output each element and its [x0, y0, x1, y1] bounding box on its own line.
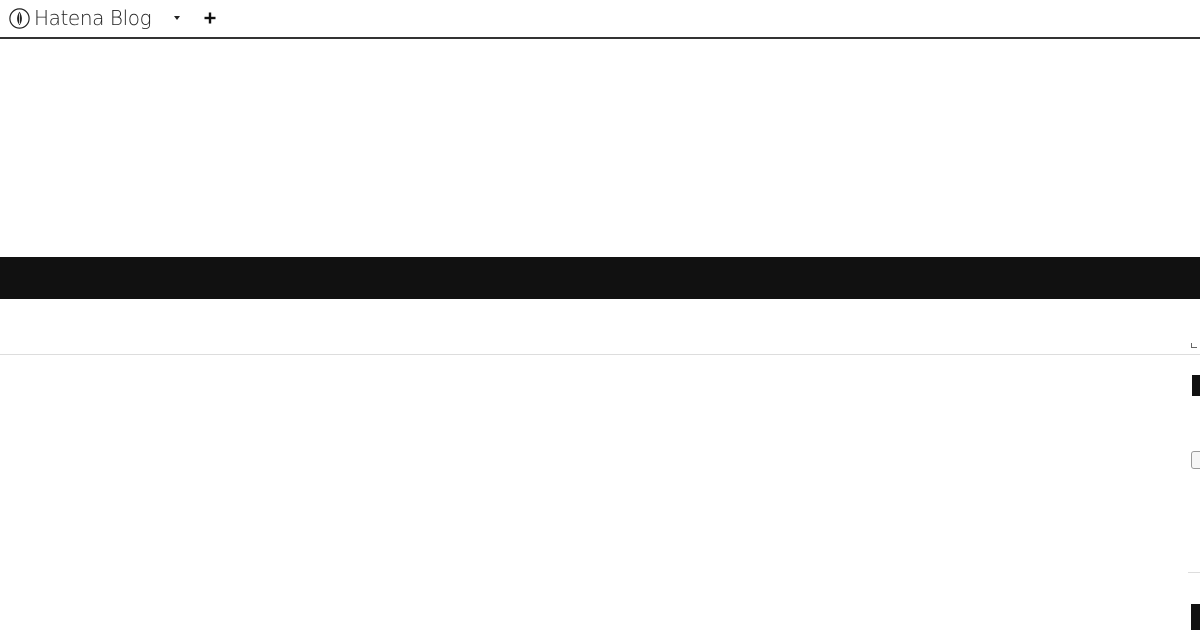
plus-icon	[204, 12, 216, 24]
blog-menu-dropdown-toggle[interactable]	[170, 12, 184, 24]
hatena-blog-home-link[interactable]: Hatena Blog	[9, 6, 152, 30]
brand-label: Hatena Blog	[34, 6, 152, 30]
corner-mark-icon	[1191, 343, 1197, 348]
sidebar-badge-secondary	[1191, 604, 1200, 630]
hatena-logo-icon	[9, 7, 30, 29]
blog-header-area	[0, 39, 1200, 257]
blog-navigation-bar	[0, 257, 1200, 299]
sidebar-badge	[1192, 375, 1200, 396]
caret-down-icon	[174, 16, 180, 20]
blog-subheader	[0, 299, 1200, 355]
sidebar-divider	[1188, 572, 1200, 573]
new-post-button[interactable]	[200, 8, 220, 28]
global-header: Hatena Blog	[0, 0, 1200, 39]
sidebar-input[interactable]	[1191, 451, 1200, 469]
